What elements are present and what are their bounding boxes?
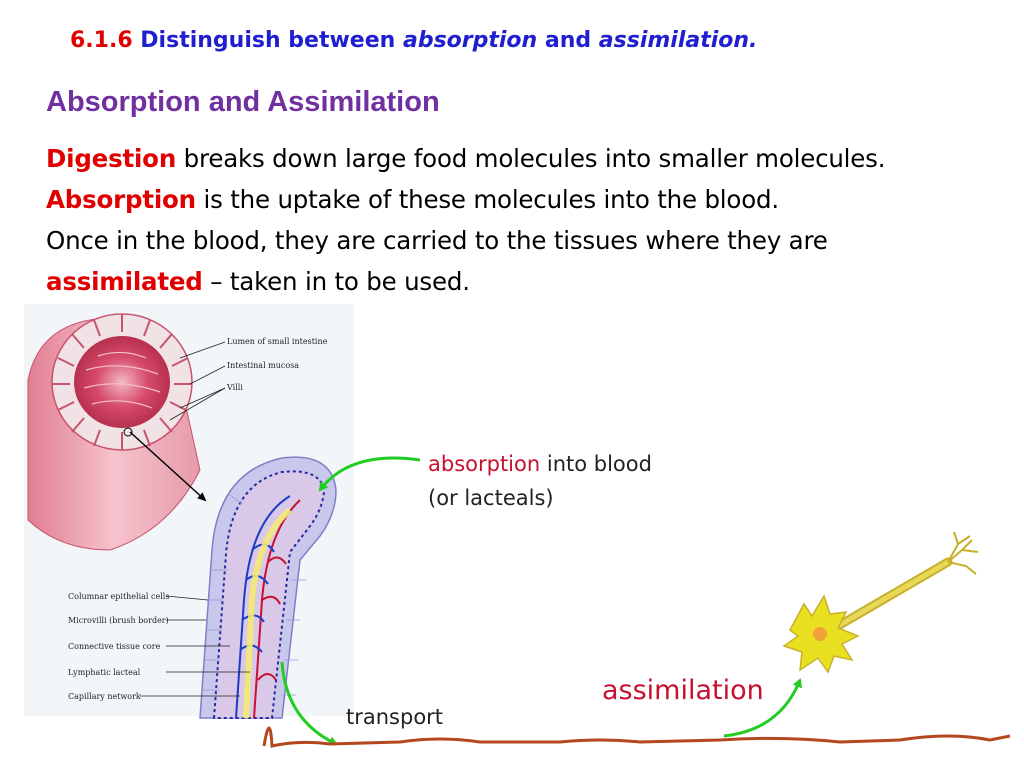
label-lacteal: Lymphatic lacteal [68,668,141,677]
heading-text-2: and [537,28,599,53]
slide-heading: 6.1.6 Distinguish between absorption and… [70,28,757,53]
intestine-labels: Lumen of small intestine Intestinal muco… [169,337,328,421]
transport-arrow [280,661,338,746]
label-lumen: Lumen of small intestine [227,337,328,346]
term-digestion: Digestion [46,144,177,173]
label-mucosa: Intestinal mucosa [227,361,299,370]
label-capillary: Capillary network [68,692,141,701]
assimilation-label: assimilation [602,675,764,706]
term-absorption: Absorption [46,185,196,214]
absorption-word: absorption [428,452,540,476]
label-connective-core: Connective tissue core [68,642,161,651]
body-line-1: Digestion breaks down large food molecul… [46,138,1016,179]
body-line-2: Absorption is the uptake of these molecu… [46,179,1016,220]
body-line-2-rest: is the uptake of these molecules into th… [195,185,780,214]
heading-text-1: Distinguish between [132,28,403,53]
heading-number: 6.1.6 [70,28,133,53]
absorption-diagram: Lumen of small intestine Intestinal muco… [24,304,1011,748]
label-microvilli: Microvilli (brush border) [68,616,169,625]
villus-illustration [199,456,337,719]
label-villi: Villi [226,383,243,392]
body-line-1-rest: breaks down large food molecules into sm… [176,144,886,173]
heading-italic-assimilation: assimilation. [598,28,758,53]
heading-italic-absorption: absorption [402,28,538,53]
body-line-4: assimilated – taken in to be used. [46,261,1016,302]
small-intestine-illustration [27,313,207,551]
blood-vessel [262,726,1011,748]
label-columnar-cells: Columnar epithelial cells [68,592,169,601]
body-line-3: Once in the blood, they are carried to t… [46,226,828,255]
transport-label: transport [346,705,443,729]
absorption-rest: into blood [540,452,652,476]
body-line-4-rest: – taken in to be used. [202,267,470,296]
neuron-cell-illustration [782,531,979,674]
term-assimilated: assimilated [46,267,203,296]
absorption-label: absorption into blood [428,452,652,476]
body-text: Digestion breaks down large food molecul… [46,138,1016,302]
absorption-arrow [318,456,421,492]
assimilation-arrow [723,678,803,738]
slide-subtitle: Absorption and Assimilation [46,86,440,118]
villus-labels: Columnar epithelial cells Microvilli (br… [68,592,250,701]
absorption-label-line-2: (or lacteals) [428,486,554,510]
